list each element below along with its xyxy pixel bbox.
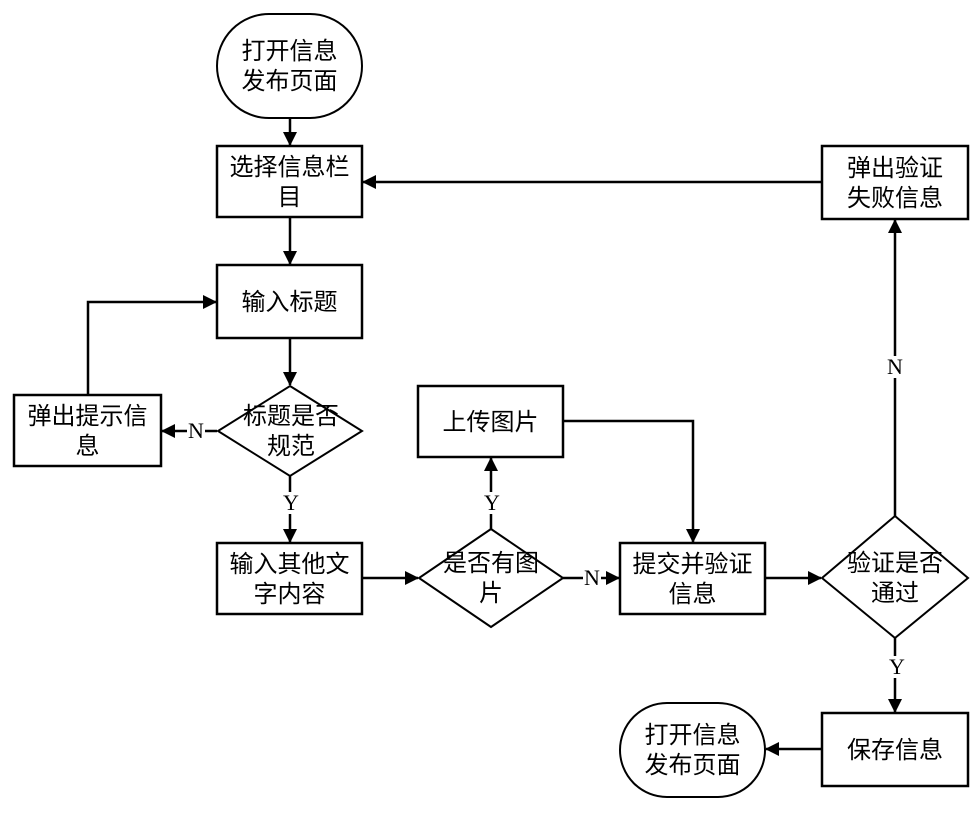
label-verify-pass-no: N — [886, 354, 904, 379]
label-verify-pass-yes: Y — [888, 654, 906, 679]
label-title-valid-yes: Y — [282, 490, 300, 515]
node-start: 打开信息发布页面 — [241, 37, 338, 95]
node-save-info-shape — [820, 711, 970, 788]
label-title-valid-no: N — [187, 418, 205, 443]
label-has-image-no: N — [583, 565, 601, 590]
node-verify-pass: 验证是否通过 — [847, 549, 943, 607]
node-input-title: 输入标题 — [241, 287, 338, 316]
node-save-info: 保存信息 — [847, 735, 943, 764]
node-select-column: 选择信息栏目 — [229, 152, 350, 211]
node-input-content: 输入其他文字内容 — [229, 549, 350, 608]
node-show-hint: 弹出提示信息 — [27, 401, 148, 460]
node-select-column-shape — [215, 144, 364, 219]
node-end: 打开信息发布页面 — [644, 721, 741, 779]
label-has-image-yes: Y — [483, 490, 501, 515]
node-show-fail: 弹出验证失败信息 — [847, 153, 943, 212]
edge-hint-to-title — [86, 295, 217, 395]
node-upload-image-shape — [416, 384, 565, 459]
node-title-valid: 标题是否规范 — [243, 402, 339, 460]
node-has-image-shape — [417, 527, 565, 629]
node-input-title-shape — [215, 263, 364, 340]
node-input-content-shape — [215, 541, 364, 616]
edge-upload-to-submit — [563, 419, 700, 543]
node-upload-image: 上传图片 — [442, 407, 539, 436]
node-submit-verify: 提交并验证信息 — [632, 549, 753, 608]
node-has-image: 是否有图片 — [443, 549, 539, 607]
node-show-fail-shape — [820, 144, 970, 221]
